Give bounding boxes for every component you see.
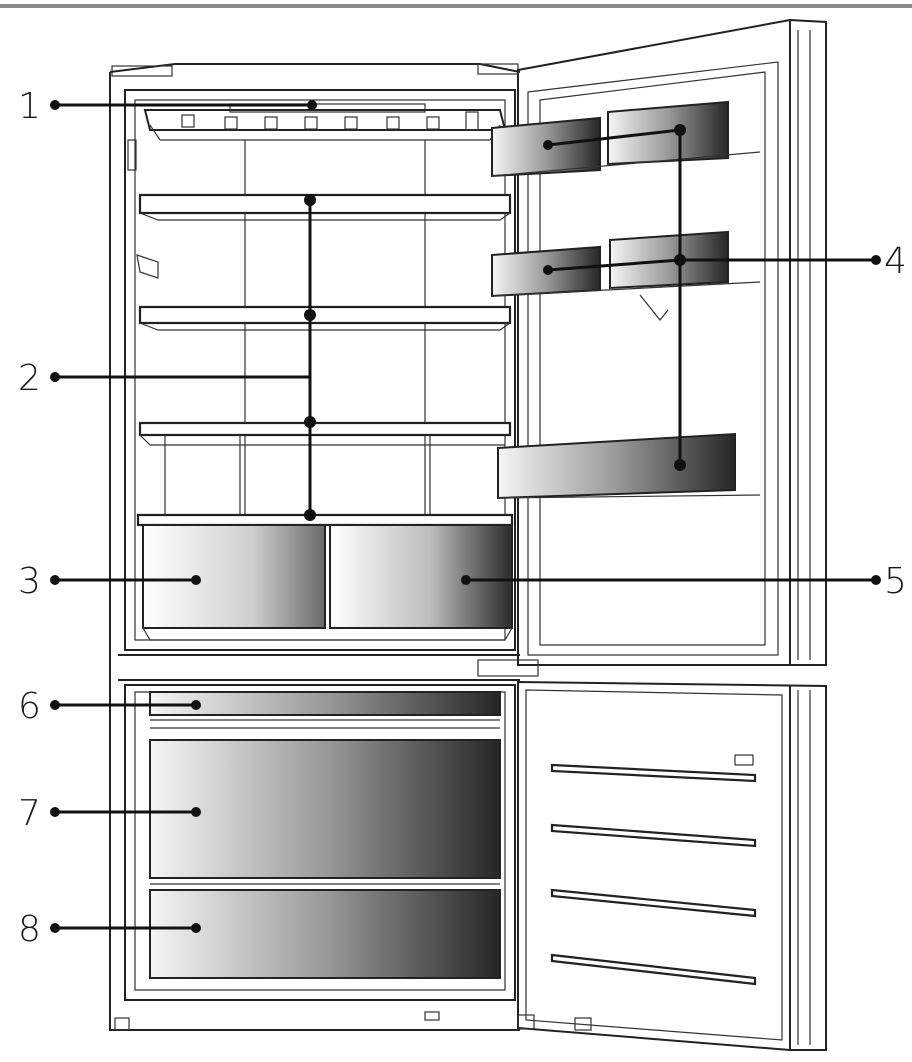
leader-4-bin-d: [543, 265, 553, 275]
callout-6: 6: [18, 686, 41, 727]
shelves: [136, 193, 514, 527]
callout-3: 3: [18, 561, 41, 602]
leader-4-to-b: [547, 258, 681, 272]
leader-2-shelf-d: [304, 509, 316, 521]
crisper-drawers: [142, 524, 513, 641]
callout-4: 4: [884, 241, 907, 282]
leader-8-start: [50, 923, 60, 933]
leader-3-end: [191, 575, 201, 585]
leader-2-start: [50, 372, 60, 382]
leader-1-start: [50, 100, 60, 110]
callout-5: 5: [884, 561, 907, 602]
fridge-door: [477, 18, 827, 677]
leader-6-start: [50, 700, 60, 710]
leader-4-start: [871, 255, 881, 265]
leader-7-end: [191, 807, 201, 817]
callout-numbers: 1 2 3 4 5 6 7 8: [18, 86, 907, 950]
freezer-drawers: [149, 691, 501, 979]
leader-4-bin-c: [674, 254, 686, 266]
leader-6-end: [191, 700, 201, 710]
leader-5-start: [871, 575, 881, 585]
leader-1-end: [307, 100, 317, 110]
callout-2: 2: [18, 358, 41, 399]
leader-4-bin-a: [674, 124, 686, 136]
leader-2-shelf-a: [304, 194, 316, 206]
leader-2-shelf-c: [304, 416, 316, 428]
leader-8-end: [191, 923, 201, 933]
leader-4-bin-e: [674, 459, 686, 471]
callout-8: 8: [18, 909, 41, 950]
callout-1: 1: [18, 86, 41, 127]
leader-7-start: [50, 807, 60, 817]
freezer-door: [517, 680, 827, 1051]
callout-7: 7: [18, 793, 41, 834]
leader-4-bin-b: [543, 140, 553, 150]
leader-5-end: [461, 575, 471, 585]
leader-3-start: [50, 575, 60, 585]
leader-4-to-a: [547, 128, 681, 147]
leader-2-shelf-b: [304, 309, 316, 321]
control-buttons: [181, 111, 479, 131]
callout-leaders: [50, 100, 881, 933]
